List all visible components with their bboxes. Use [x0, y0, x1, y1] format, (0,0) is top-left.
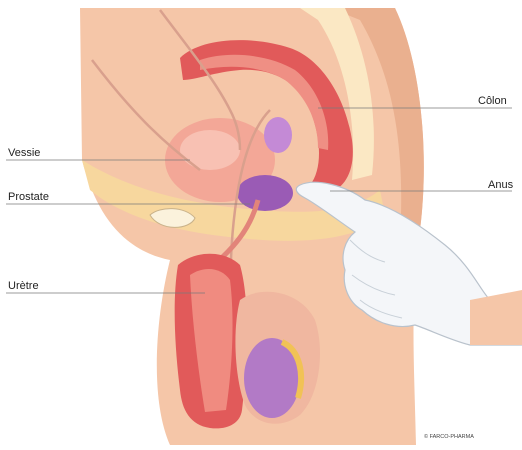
seminal-vesicle [264, 117, 292, 153]
prostate-gland [237, 175, 293, 211]
label-prostate: Prostate [8, 191, 49, 203]
label-vessie: Vessie [8, 147, 40, 159]
copyright-credit: © FARCO-PHARMA [424, 433, 474, 440]
label-anus: Anus [488, 179, 514, 191]
label-colon: Côlon [478, 95, 507, 107]
bladder-highlight [180, 130, 240, 170]
label-uretre: Urètre [8, 280, 39, 292]
